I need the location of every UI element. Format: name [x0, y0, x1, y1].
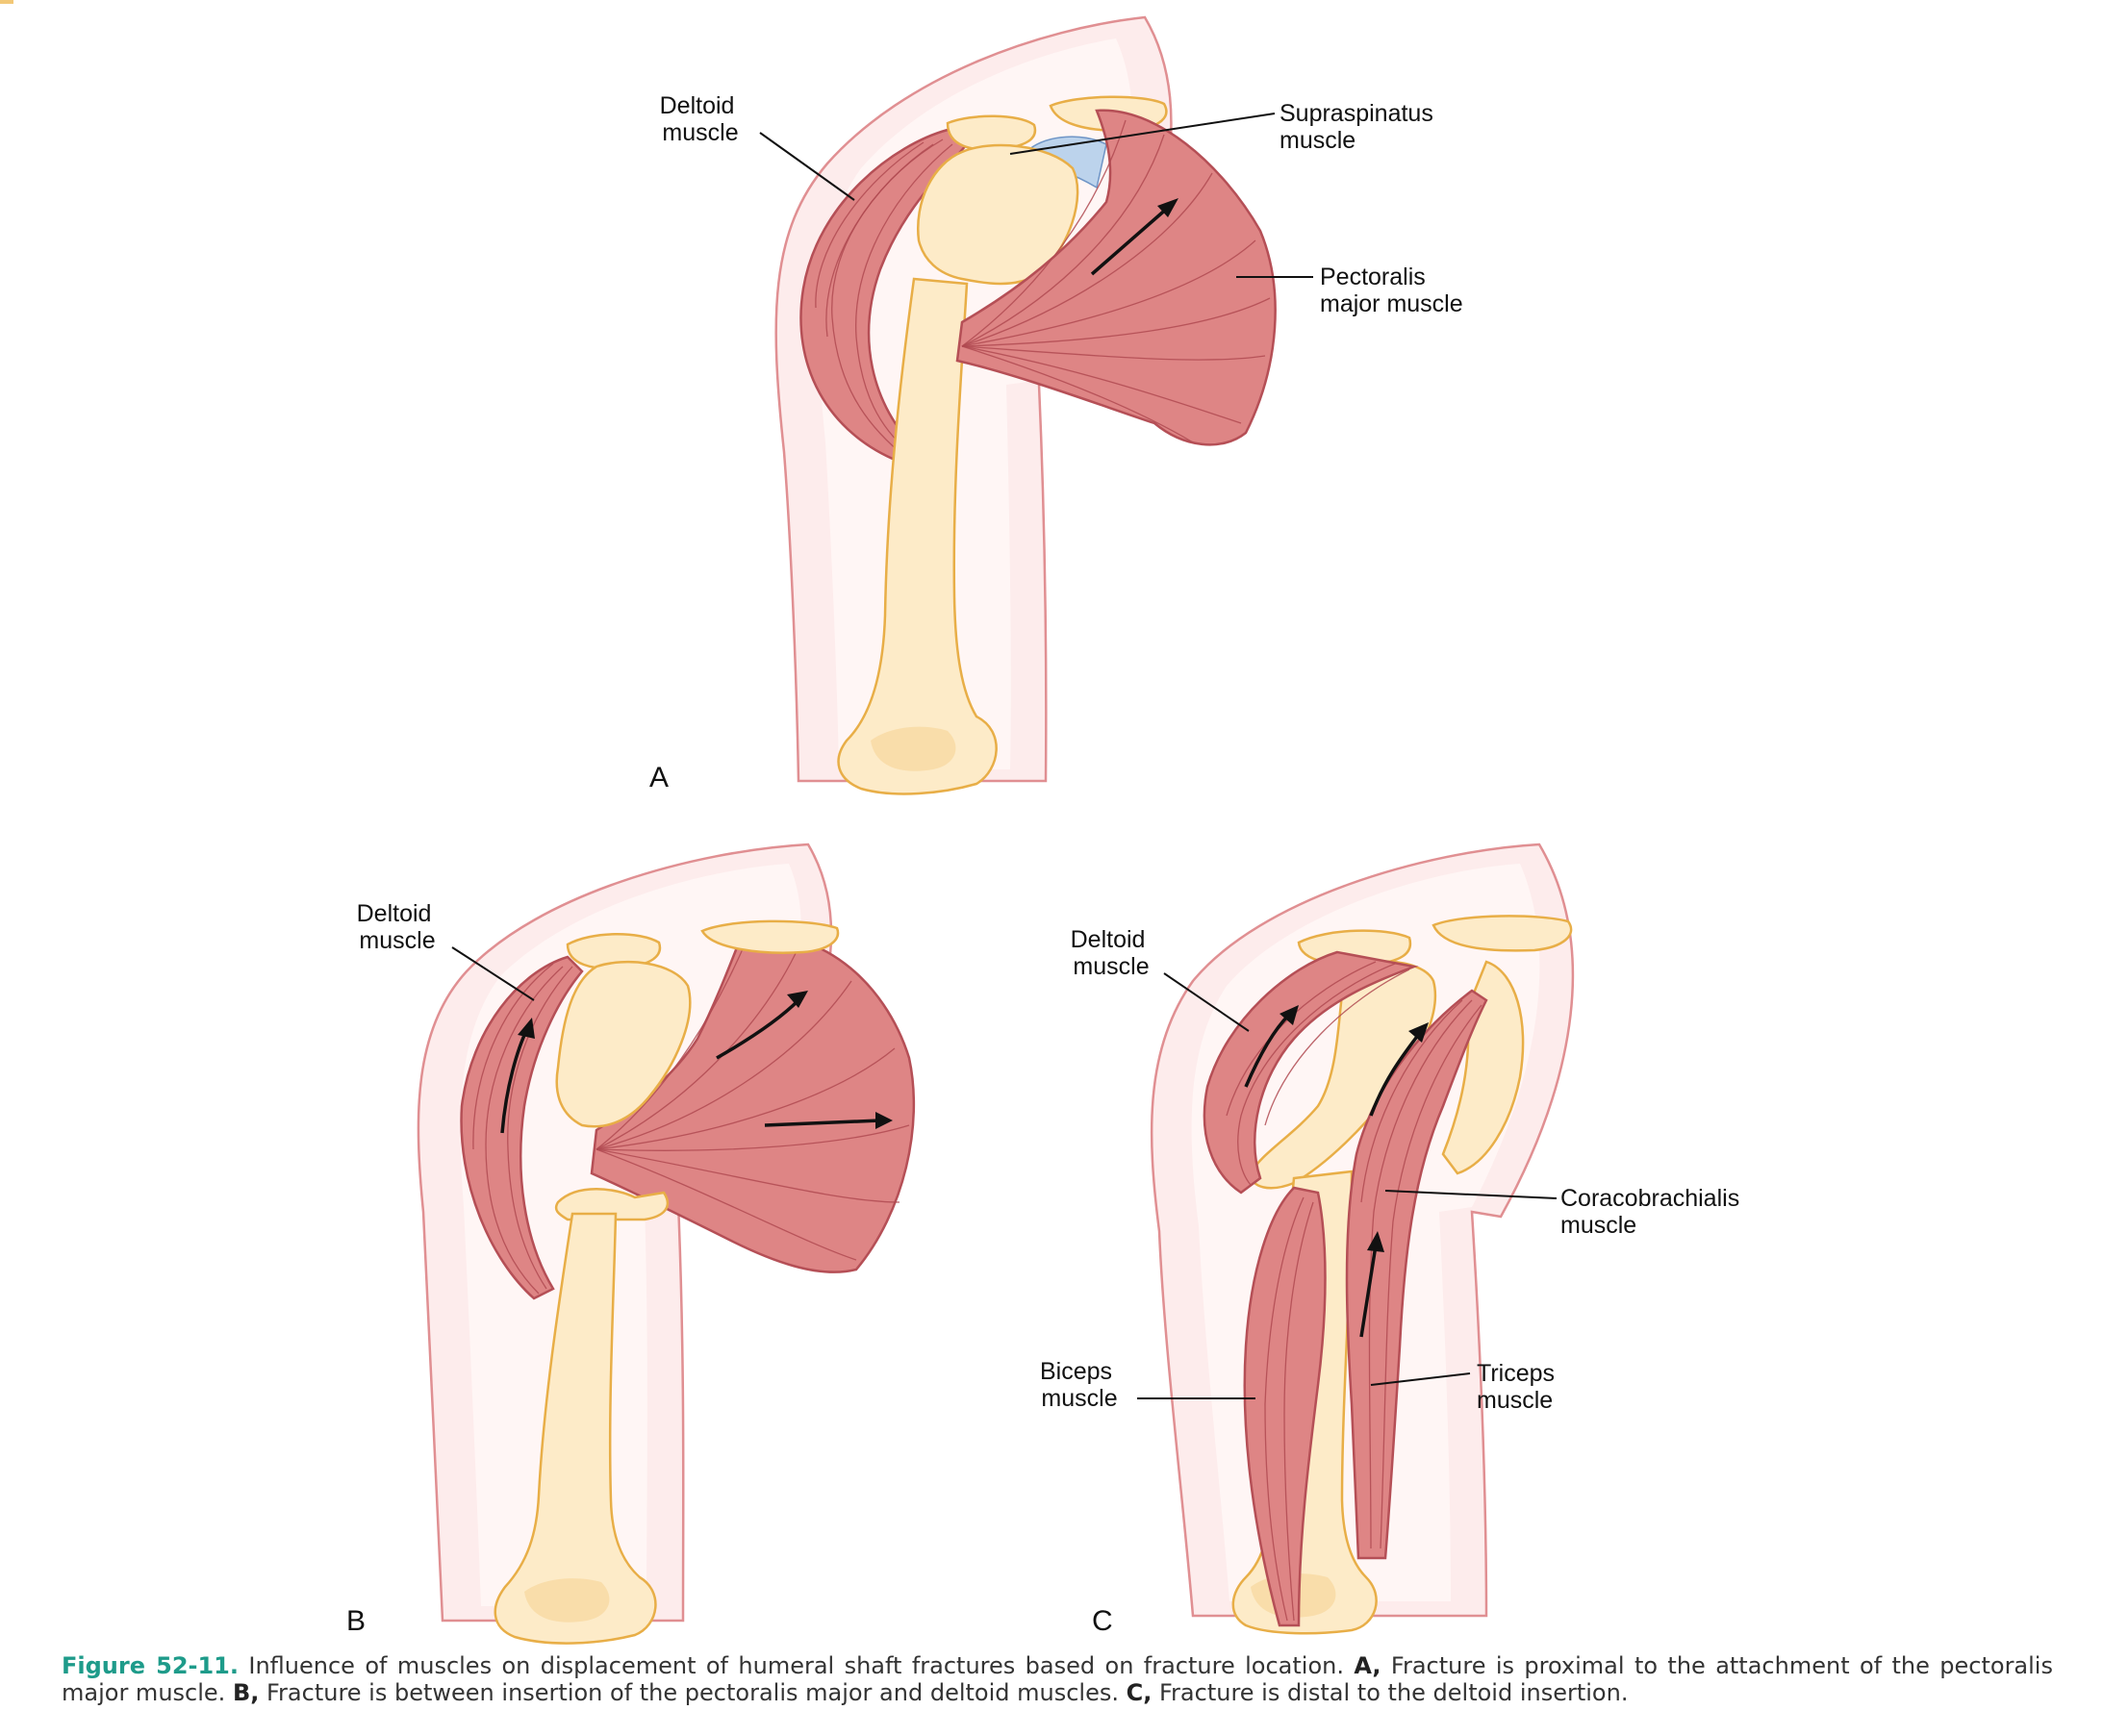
- caption-item-a-text: Fracture is proximal to the attachment o…: [62, 1652, 2053, 1706]
- panel-b-acromion: [566, 933, 662, 970]
- caption-item-a-letter: A,: [1354, 1652, 1381, 1679]
- corner-mark: [0, 0, 13, 4]
- panel-a-pectoralis-label: Pectoralis major muscle: [1320, 264, 1463, 317]
- panel-c-letter: C: [1092, 1605, 1113, 1637]
- panel-c-triceps-arrow: [1359, 1245, 1378, 1338]
- panel-a-deltoid-leader: [759, 132, 855, 201]
- panel-a-pull-arrow: [1090, 205, 1171, 276]
- panel-b-letter: B: [346, 1605, 366, 1637]
- panel-b-deltoid-label: Deltoid muscle: [357, 900, 439, 954]
- panel-c-triceps-leader: [1370, 1372, 1471, 1386]
- panel-a-deltoid-fibers: [815, 138, 953, 453]
- panel-a-humeral-head: [916, 143, 1079, 286]
- panel-b-pectoralis-arrow-right: [764, 1119, 881, 1127]
- figure-caption: Figure 52-11. Influence of muscles on di…: [62, 1652, 2053, 1706]
- panel-c-clavicle: [1432, 915, 1573, 952]
- panel-c-biceps-label: Biceps muscle: [1040, 1358, 1119, 1412]
- panel-a-pectoralis-fibers: [961, 119, 1271, 443]
- panel-b-pectoralis-arrowhead-upper: [787, 991, 808, 1008]
- panel-b-pectoralis-arrow-upper: [716, 998, 800, 1060]
- panel-b-deltoid-leader: [451, 946, 535, 1001]
- panel-c-coraco-arrowhead: [1408, 1022, 1429, 1043]
- panel-b-clavicle: [700, 919, 840, 954]
- panel-b-deltoid-fibers: [472, 963, 573, 1295]
- panel-a-supraspinatus-label: Supraspinatus muscle: [1280, 100, 1440, 154]
- panel-b-pectoralis: [590, 934, 916, 1273]
- panel-b-deltoid-arrowhead: [518, 1018, 535, 1039]
- panel-b-condyle-shade: [524, 1578, 610, 1623]
- panel-b-deltoid: [460, 955, 584, 1300]
- panel-b-pectoralis-fibers: [595, 942, 910, 1261]
- caption-item-b-text: Fracture is between insertion of the pec…: [266, 1679, 1119, 1706]
- panel-c-deltoid-arrow: [1244, 1013, 1291, 1088]
- panel-a-condyle-shade: [871, 726, 956, 771]
- panel-c-coracobrachialis: [1345, 989, 1488, 1560]
- panel-c-deltoid-label: Deltoid muscle: [1071, 926, 1153, 980]
- panel-a-pectoralis: [955, 109, 1277, 446]
- figure-number: Figure 52-11.: [62, 1652, 239, 1679]
- panel-c-triceps-arrowhead: [1367, 1231, 1384, 1252]
- panel-c-deltoid-fibers: [1226, 961, 1410, 1186]
- panel-a: Deltoid muscle Supraspinatus muscle Pect…: [649, 15, 1463, 795]
- panel-a-humerus-shaft: [837, 277, 998, 795]
- panel-b: Deltoid muscle B: [346, 843, 916, 1645]
- caption-intro: Influence of muscles on displacement of …: [248, 1652, 1344, 1679]
- caption-item-c-letter: C,: [1126, 1679, 1153, 1706]
- panel-a-deltoid-label: Deltoid muscle: [660, 92, 742, 146]
- panel-b-humeral-head: [555, 961, 692, 1128]
- panel-b-pectoralis-arrowhead-right: [875, 1112, 893, 1129]
- panel-c-coraco-arrow: [1369, 1032, 1421, 1117]
- panel-b-humerus-shaft: [494, 1212, 657, 1645]
- panel-c-biceps-fibers: [1264, 1196, 1314, 1622]
- panel-c-deltoid-leader: [1163, 972, 1250, 1032]
- panel-c-coracobrachialis-fibers: [1360, 999, 1482, 1549]
- panel-c-deltoid: [1203, 950, 1419, 1195]
- panel-a-arrowhead: [1157, 198, 1178, 217]
- panel-c: Deltoid muscle Coracobrachialis muscle B…: [1040, 843, 1746, 1637]
- panel-c-deltoid-arrowhead: [1280, 1005, 1299, 1025]
- panel-c-triceps-label: Triceps muscle: [1477, 1360, 1561, 1414]
- panel-a-supraspinatus-leader: [1009, 113, 1276, 155]
- panel-a-letter: A: [649, 762, 669, 793]
- panel-c-coracobrachialis-label: Coracobrachialis muscle: [1560, 1185, 1746, 1239]
- caption-item-c-text: Fracture is distal to the deltoid insert…: [1159, 1679, 1629, 1706]
- panel-c-glenoid: [1441, 960, 1525, 1175]
- panel-a-acromion: [946, 114, 1037, 151]
- panel-c-coracobrachialis-leader: [1384, 1190, 1558, 1199]
- panel-b-fracture-fragment: [554, 1188, 670, 1221]
- caption-item-b-letter: B,: [232, 1679, 260, 1706]
